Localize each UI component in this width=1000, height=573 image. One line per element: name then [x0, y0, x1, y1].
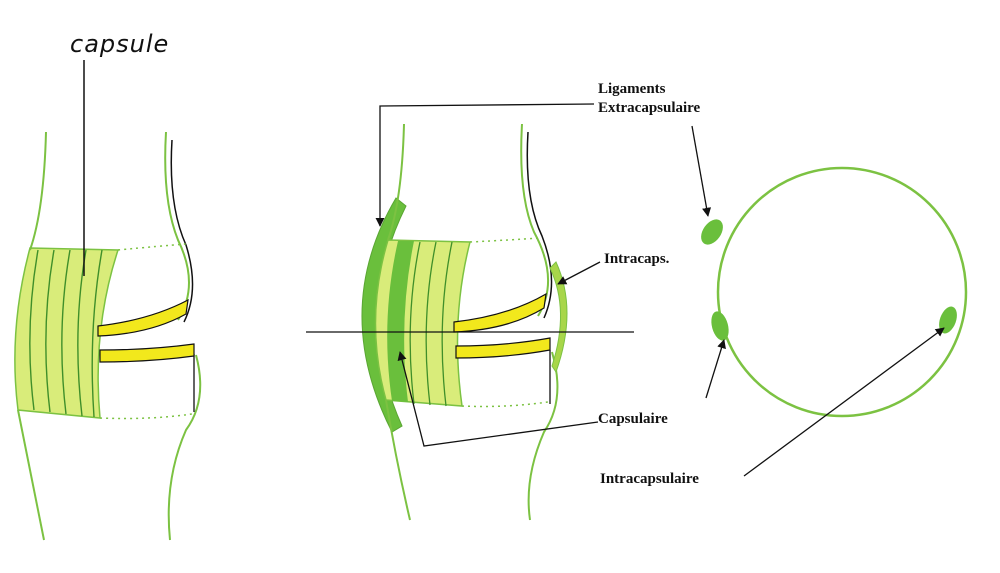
capsule-handwritten-label: capsule [70, 30, 170, 58]
left-lower-bone-left-edge [17, 409, 45, 541]
intracaps-label: Intracaps. [604, 251, 670, 267]
intracaps-ligament-right [549, 261, 568, 374]
intracapsulaire-pointer [743, 327, 945, 477]
middle-upper-cartilage [453, 292, 547, 333]
left-dotted-bottom [99, 413, 193, 420]
middle-upper-bone-left-edge [387, 123, 405, 241]
intracapsular-ligament-dot [939, 306, 957, 334]
left-upper-cartilage [97, 298, 189, 337]
middle-joint [306, 123, 634, 521]
ligaments-label-line2: Extracapsulaire [598, 100, 701, 116]
cross-section [701, 166, 968, 418]
left-capsule-fibers [29, 249, 103, 418]
capsular-ligament-dot [711, 311, 729, 341]
left-joint [14, 60, 202, 541]
middle-lower-cartilage [455, 337, 551, 359]
middle-capsule-fibers [409, 241, 453, 407]
intracaps-pointer [557, 261, 601, 285]
ligaments-label-line1: Ligaments [598, 81, 666, 97]
ligaments-pointer [375, 103, 595, 227]
pointer-lines [375, 103, 945, 477]
capsulaire-pointer [397, 351, 599, 447]
middle-upper-bone-right-edge [520, 123, 549, 317]
middle-lower-bone-right-edge [527, 351, 559, 521]
left-upper-bone-right-edge [164, 131, 190, 321]
extracapsular-ligament-dot [701, 219, 723, 245]
intracapsulaire-label: Intracapsulaire [600, 471, 699, 487]
left-lower-bone-right-edge [167, 354, 202, 541]
capsulaire-circle-pointer [705, 339, 726, 399]
left-upper-bone-inner [170, 139, 194, 323]
middle-capsule-dark-strip [387, 241, 414, 402]
middle-dotted-top [469, 237, 541, 243]
middle-upper-bone-inner [526, 131, 553, 319]
ligaments-circle-pointer [691, 125, 712, 217]
left-upper-bone-left-edge [29, 131, 47, 251]
cross-section-circle [716, 166, 968, 418]
capsulaire-label: Capsulaire [598, 411, 668, 427]
middle-lower-bone-left-edge [385, 399, 411, 521]
left-lower-cartilage [99, 343, 195, 363]
left-dotted-top [117, 243, 187, 251]
middle-dotted-bottom [461, 401, 549, 408]
